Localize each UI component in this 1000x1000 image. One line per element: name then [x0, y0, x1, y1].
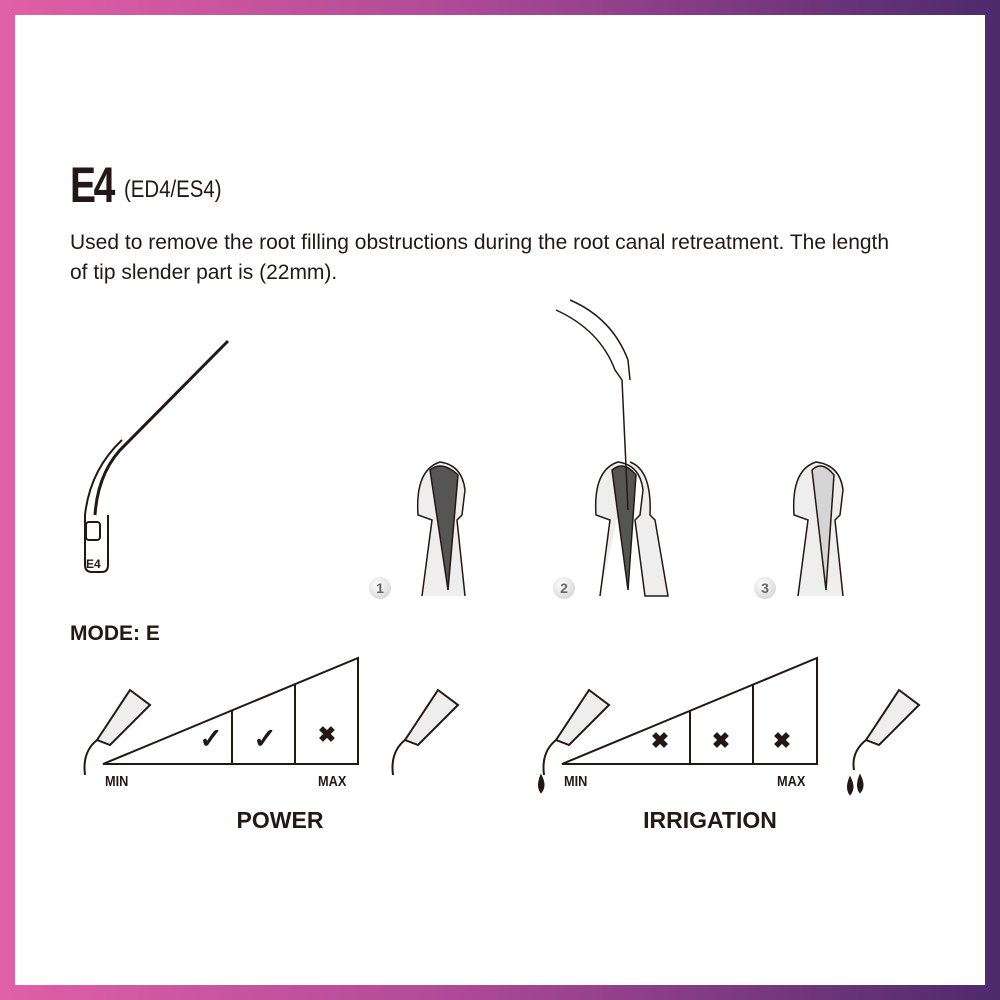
handpiece-icons — [83, 688, 921, 796]
tooth-1 — [416, 461, 466, 597]
power-max-label: MAX — [318, 773, 347, 790]
power-min-label: MIN — [105, 773, 129, 790]
mode-label: MODE: E — [70, 622, 160, 645]
irrigation-max-label: MAX — [777, 773, 806, 790]
product-title: E4 — [70, 157, 115, 213]
step-1-badge: 1 — [369, 577, 391, 599]
irrigation-level-3-mark: ✖ — [772, 728, 792, 753]
tooth-2 — [555, 299, 669, 597]
irrigation-min-label: MIN — [564, 773, 588, 790]
step-2-badge: 2 — [553, 577, 575, 599]
step-3-badge: 3 — [754, 577, 776, 599]
power-level-2-mark: ✓ — [253, 723, 277, 754]
irrigation-level-2-mark: ✖ — [711, 728, 731, 753]
product-variants: (ED4/ES4) — [124, 176, 222, 203]
power-scale — [102, 656, 359, 765]
tip-label: E4 — [86, 557, 101, 571]
power-label: POWER — [236, 807, 324, 833]
irrigation-scale — [561, 656, 818, 765]
irrigation-label: IRRIGATION — [643, 807, 777, 833]
power-level-3-mark: ✖ — [317, 722, 337, 747]
power-level-1-mark: ✓ — [199, 723, 223, 754]
tip-illustration: E4 — [84, 339, 230, 573]
tooth-3 — [792, 461, 844, 597]
product-description: Used to remove the root filling obstruct… — [70, 231, 890, 284]
irrigation-level-1-mark: ✖ — [650, 728, 670, 753]
